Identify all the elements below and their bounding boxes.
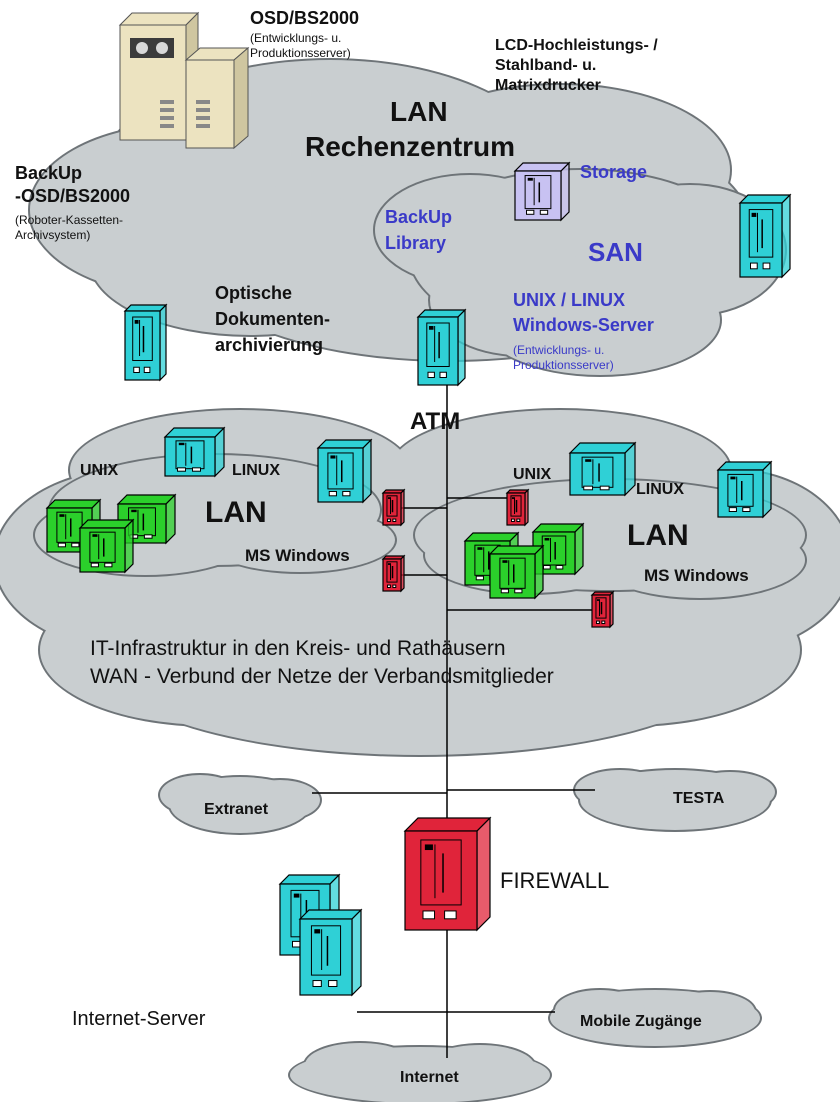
unix-right-label: UNIX bbox=[513, 466, 552, 483]
osd-bs2000-sub2: Produktionsserver) bbox=[250, 46, 351, 60]
unix-linux-server-label: UNIX / LINUX bbox=[513, 290, 626, 310]
mobile-access-label: Mobile Zugänge bbox=[580, 1013, 702, 1030]
cloud-san bbox=[373, 168, 787, 377]
optical-archive-server-icon bbox=[123, 303, 168, 382]
lan-rechenzentrum-title-2: Rechenzentrum bbox=[305, 131, 516, 162]
san-server-icon bbox=[738, 193, 792, 279]
storage-server-icon bbox=[513, 161, 571, 222]
linux-server-left-icon bbox=[316, 438, 373, 504]
linux-left-label: LINUX bbox=[232, 462, 280, 479]
ms-windows-right-label: MS Windows bbox=[644, 566, 749, 585]
extranet-label: Extranet bbox=[204, 801, 269, 818]
lcd-printer-label-3: Matrixdrucker bbox=[495, 77, 601, 94]
backup-osd-sub1: (Roboter-Kassetten- bbox=[15, 213, 124, 227]
atm-core-server-icon bbox=[416, 308, 467, 387]
san-label: SAN bbox=[588, 237, 643, 267]
windows-server-label: Windows-Server bbox=[513, 315, 654, 335]
backup-osd-label-2: -OSD/BS2000 bbox=[15, 186, 131, 206]
cloud-mobile-access bbox=[548, 988, 762, 1048]
cloud-extranet bbox=[158, 773, 322, 835]
cloud-internet bbox=[288, 1041, 552, 1102]
linux-server-right-icon bbox=[716, 460, 773, 519]
osd-bs2000-label: OSD/BS2000 bbox=[250, 8, 360, 28]
lcd-printer-label-2: Stahlband- u. bbox=[495, 57, 597, 74]
backup-library-label-1: BackUp bbox=[385, 207, 453, 227]
testa-label: TESTA bbox=[673, 790, 725, 807]
workstation-left-3-icon bbox=[78, 518, 135, 574]
optical-archive-label-3: archivierung bbox=[215, 335, 324, 355]
lan-right-label: LAN bbox=[627, 519, 689, 552]
router-left-2-icon bbox=[381, 554, 406, 593]
backup-library-label-2: Library bbox=[385, 233, 447, 253]
ms-windows-left-label: MS Windows bbox=[245, 546, 350, 565]
lcd-printer-label-1: LCD-Hochleistungs- / bbox=[495, 37, 658, 54]
lan-left-label: LAN bbox=[205, 496, 267, 529]
optical-archive-label-2: Dokumenten- bbox=[215, 309, 331, 329]
unix-left-label: UNIX bbox=[80, 462, 119, 479]
atm-label: ATM bbox=[410, 408, 461, 435]
optical-archive-label-1: Optische bbox=[215, 283, 293, 303]
osd-bs2000-sub1: (Entwicklungs- u. bbox=[250, 31, 342, 45]
unix-server-right-icon bbox=[568, 441, 637, 497]
linux-right-label: LINUX bbox=[636, 481, 684, 498]
wan-label: WAN - Verbund der Netze der Verbandsmitg… bbox=[90, 665, 554, 688]
internet-server-label: Internet-Server bbox=[72, 1008, 206, 1030]
internet-server-2-icon bbox=[298, 908, 363, 997]
internet-label: Internet bbox=[400, 1069, 459, 1086]
lan-rechenzentrum-title-1: LAN bbox=[390, 96, 448, 127]
cloud-testa bbox=[573, 768, 777, 832]
backup-osd-label-1: BackUp bbox=[15, 163, 83, 183]
unix-server-sub1: (Entwicklungs- u. bbox=[513, 343, 605, 357]
firewall-icon bbox=[403, 816, 492, 932]
mainframe-osd-bs2000 bbox=[118, 11, 250, 150]
storage-label: Storage bbox=[580, 162, 648, 182]
workstation-right-3-icon bbox=[488, 544, 545, 600]
router-left-1-icon bbox=[381, 488, 406, 527]
backup-osd-sub2: Archivsystem) bbox=[15, 228, 91, 242]
router-right-1-icon bbox=[505, 488, 530, 527]
router-right-2-icon bbox=[590, 590, 615, 629]
unix-server-sub2: Produktionsserver) bbox=[513, 358, 614, 372]
it-infrastructure-label: IT-Infrastruktur in den Kreis- und Rathä… bbox=[90, 637, 506, 660]
firewall-label: FIREWALL bbox=[500, 868, 610, 893]
unix-server-left-icon bbox=[163, 426, 226, 478]
